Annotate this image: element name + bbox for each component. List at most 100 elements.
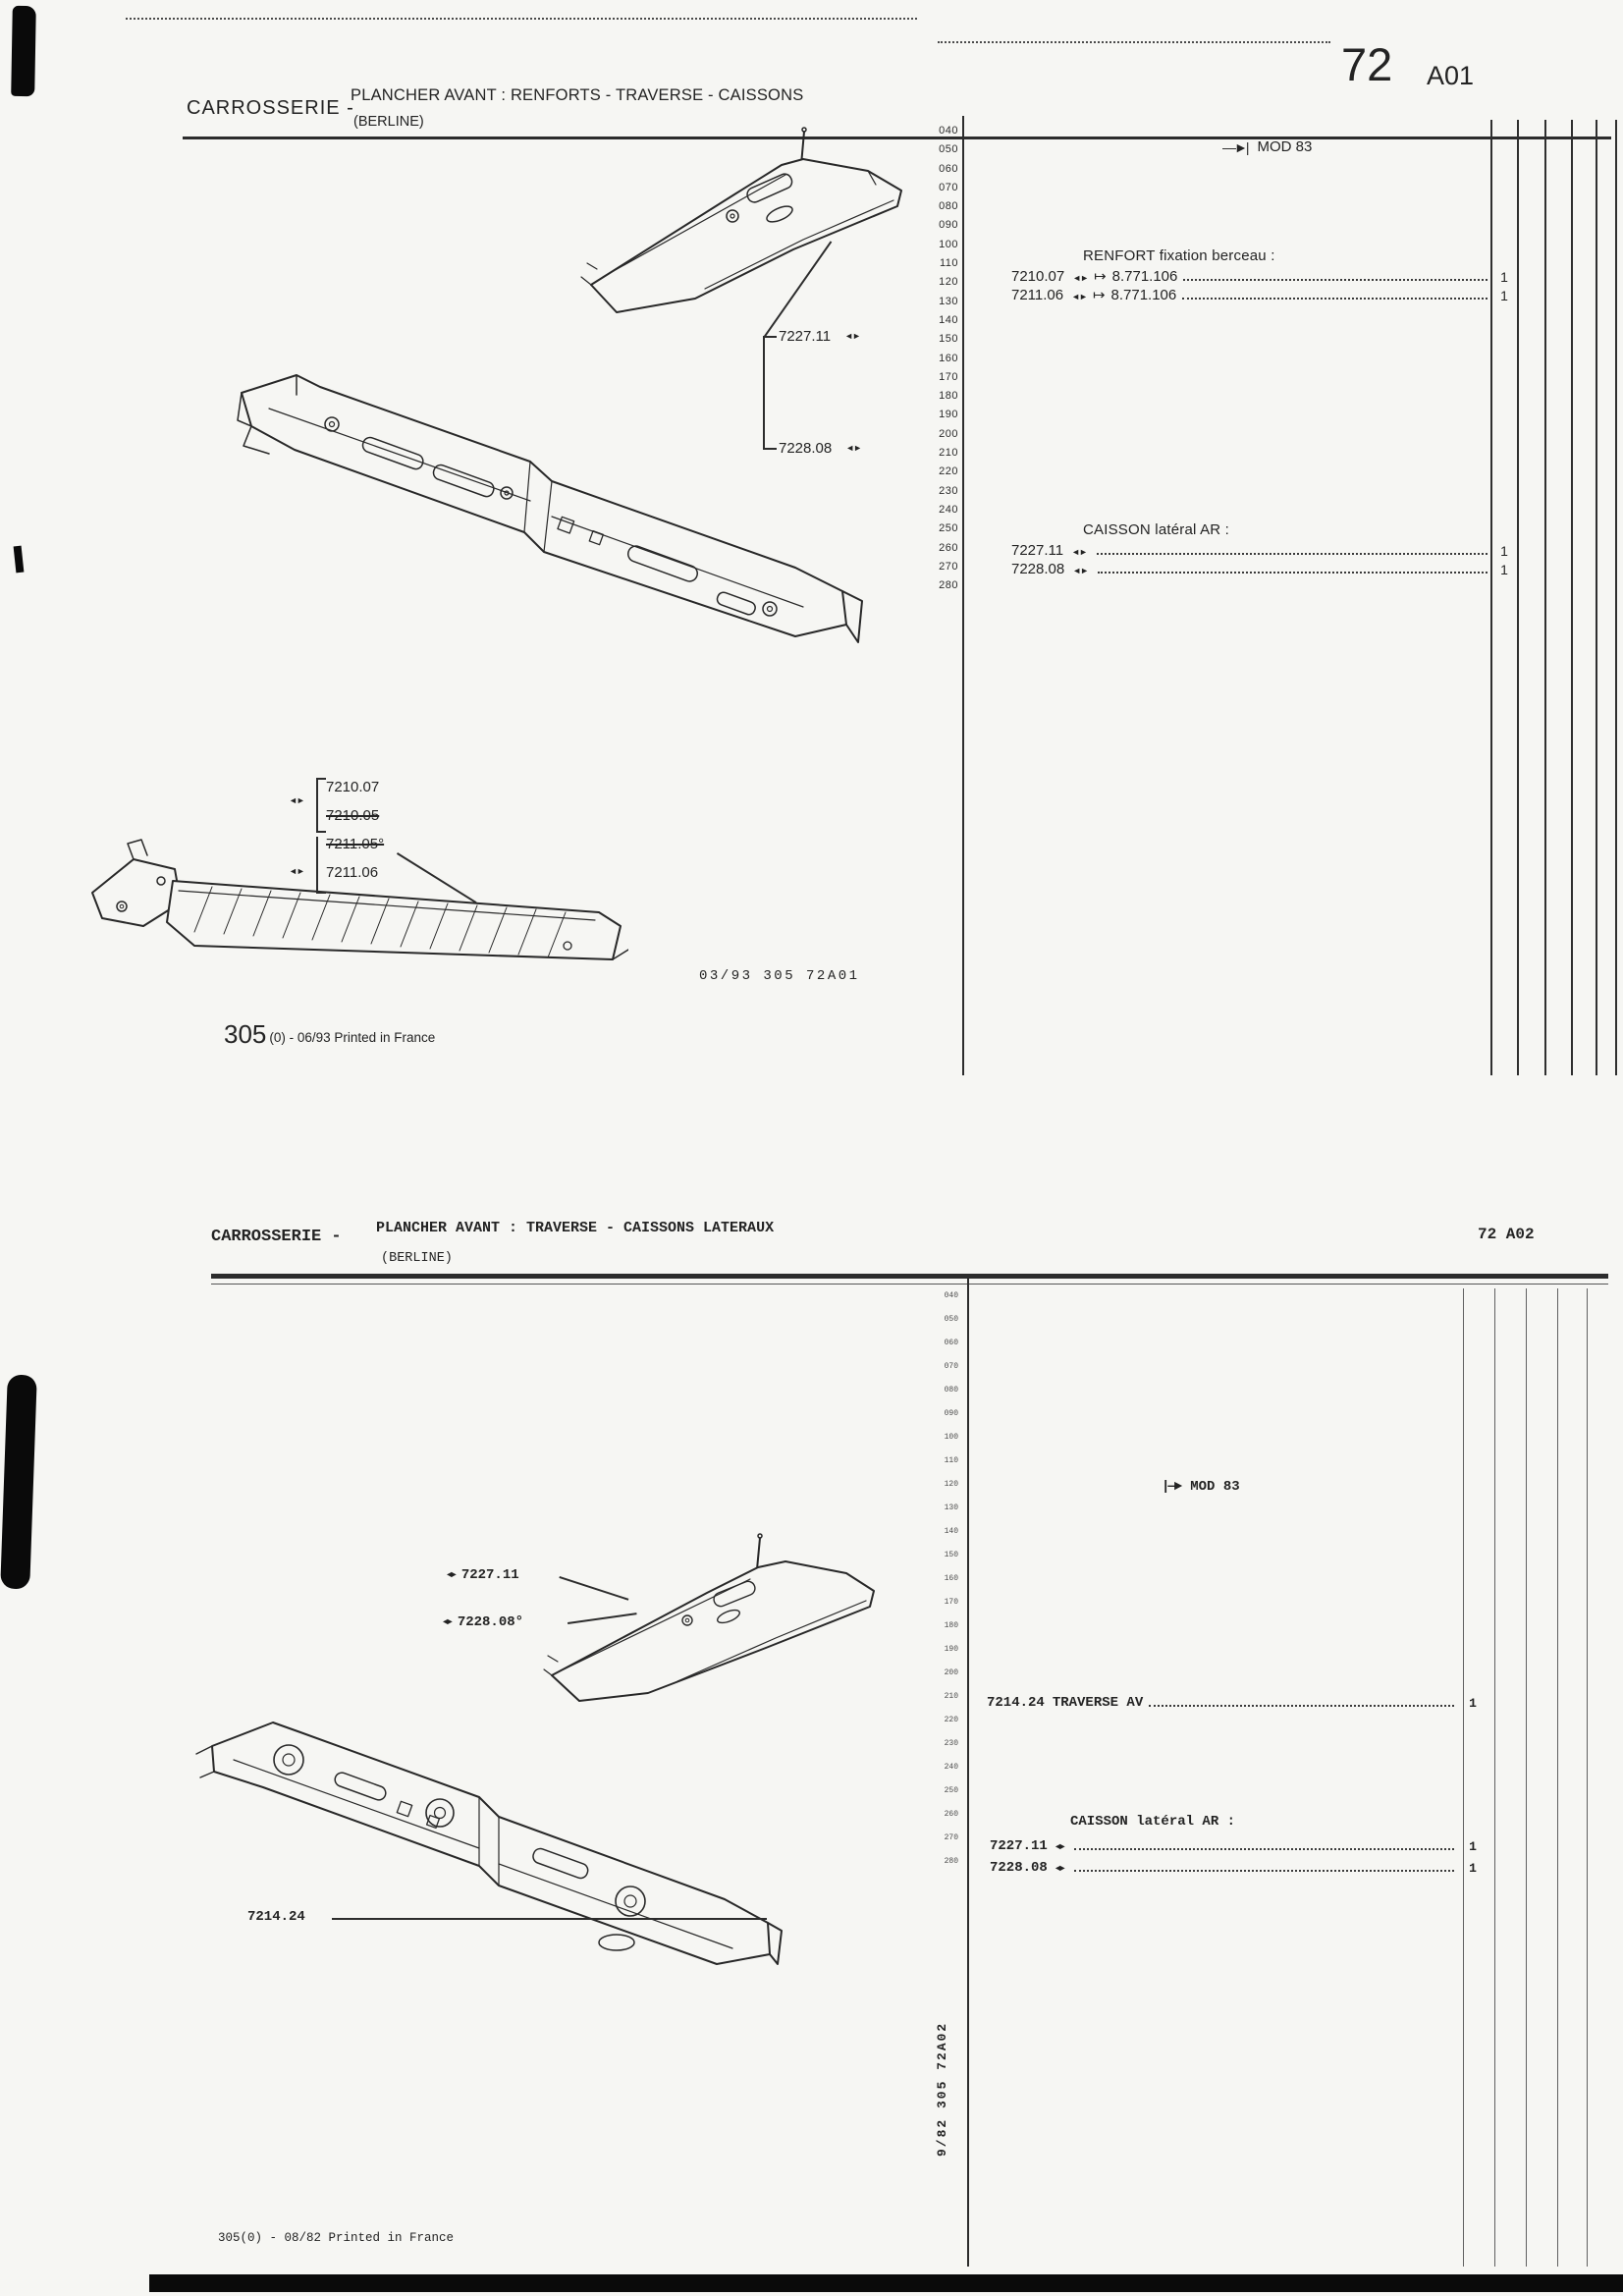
- direction-diamond-icon: ◄►: [1071, 292, 1088, 301]
- qty-value: 1: [1500, 543, 1508, 559]
- print-footer-a01: 305 (0) - 06/93 Printed in France: [224, 1021, 435, 1047]
- callout-label-7228-08: 7228.08 ◄►: [779, 440, 865, 457]
- index-number: 260: [944, 1810, 958, 1819]
- callout-label-7210-05-superseded: 7210.05: [326, 807, 380, 824]
- print-footer-number: 305: [224, 1019, 267, 1049]
- qty-column-rule: [1596, 120, 1597, 1075]
- page-number-minor: A01: [1427, 61, 1475, 90]
- qty-column-rule: [1557, 1288, 1558, 2267]
- callout-bracket-line: [763, 336, 765, 450]
- qty-column-rule: [1615, 120, 1617, 1075]
- part-ref: 7228.08: [1011, 561, 1065, 577]
- index-number: 190: [939, 409, 958, 421]
- callout-bracket-tick: [763, 448, 777, 450]
- qty-column-rule: [1494, 1288, 1495, 2267]
- callout-text: 7227.11: [779, 328, 832, 345]
- index-number: 080: [944, 1386, 958, 1394]
- column-divider-a02: [967, 1279, 969, 2267]
- callout-text: 7228.08°: [457, 1614, 524, 1630]
- qty-column-rule: [1463, 1288, 1464, 2267]
- index-number: 130: [944, 1503, 958, 1512]
- index-number: 050: [939, 143, 958, 156]
- direction-diamond-icon: ◄►: [1072, 566, 1089, 575]
- dotted-leader: [1098, 572, 1488, 574]
- section-a02-title: PLANCHER AVANT : TRAVERSE - CAISSONS LAT…: [376, 1220, 775, 1236]
- side-code-a02: 9/82 305 72A02: [935, 2021, 949, 2157]
- dotted-leader: [1096, 553, 1488, 555]
- callout-leader-line: [332, 1918, 767, 1920]
- callout-label-7228-08-a02: ◄► 7228.08°: [443, 1614, 523, 1630]
- qty-value: 1: [1469, 1696, 1477, 1711]
- parts-row: 7228.08 ◄► 1: [990, 1858, 1488, 1876]
- callout-label-7227-11: 7227.11 ◄►: [779, 328, 864, 345]
- scan-binding-mark-small: [13, 545, 25, 574]
- index-number: 230: [944, 1739, 958, 1748]
- qty-column-rule: [1517, 120, 1519, 1075]
- index-number: 140: [939, 313, 958, 326]
- index-number: 270: [944, 1833, 958, 1842]
- mod-note-label: MOD 83: [1257, 138, 1313, 155]
- index-number: 180: [939, 390, 958, 403]
- parts-row: 7214.24 TRAVERSE AV 1: [987, 1693, 1488, 1711]
- page-number-major: 72: [1341, 38, 1393, 90]
- part-ref: 7210.07: [1011, 268, 1065, 285]
- index-number: 090: [944, 1409, 958, 1418]
- column-divider-a01: [962, 116, 964, 1075]
- index-number: 200: [939, 427, 958, 440]
- section-a02-brand: CARROSSERIE -: [211, 1228, 342, 1246]
- callout-bracket-tick: [763, 336, 777, 338]
- callout-bracket-tick: [316, 831, 326, 833]
- index-number: 220: [939, 465, 958, 478]
- parts-row: 7227.11 ◄► 1: [1011, 540, 1517, 559]
- index-number: 120: [944, 1480, 958, 1489]
- index-number: 060: [939, 162, 958, 175]
- bar-arrow-icon: |—►: [1162, 1479, 1182, 1495]
- callout-label-7210-07: 7210.07: [326, 779, 380, 795]
- index-number: 280: [939, 579, 958, 592]
- dotted-leader: [1073, 1870, 1454, 1872]
- index-number: 070: [944, 1362, 958, 1371]
- header-rule-a02: [211, 1274, 1608, 1279]
- traverse-drawing-a02: [195, 1722, 783, 1965]
- index-number: 040: [944, 1291, 958, 1300]
- scan-binding-mark-blob: [0, 1374, 37, 1590]
- traverse-drawing-a01: [237, 374, 863, 643]
- callout-label-7214-24: 7214.24: [247, 1909, 305, 1925]
- section-a01-brand: CARROSSERIE -: [187, 97, 354, 119]
- part-ref: 7227.11: [1011, 542, 1064, 559]
- group-heading-caisson: CAISSON latéral AR :: [1083, 521, 1230, 538]
- callout-text: 7228.08: [779, 440, 833, 457]
- direction-diamond-icon: ◄►: [447, 1570, 457, 1580]
- direction-diamond-icon: ◄►: [1072, 273, 1089, 283]
- perforation-dots-right: [938, 41, 1330, 43]
- index-number: 250: [939, 522, 958, 535]
- maps-to-icon: ↦: [1094, 268, 1107, 285]
- section-a02-subtitle: (BERLINE): [381, 1251, 453, 1266]
- group-heading-renfort: RENFORT fixation berceau :: [1083, 247, 1275, 264]
- index-number: 250: [944, 1786, 958, 1795]
- dotted-leader: [1182, 298, 1488, 300]
- direction-diamond-icon: ◄►: [289, 795, 305, 805]
- qty-column-rule: [1526, 1288, 1527, 2267]
- callout-label-7211-06: 7211.06: [326, 864, 379, 881]
- direction-diamond-icon: ◄►: [443, 1617, 453, 1627]
- index-number: 220: [944, 1716, 958, 1724]
- qty-column-rule: [1490, 120, 1492, 1075]
- qty-column-rule: [1571, 120, 1573, 1075]
- index-number: 150: [944, 1551, 958, 1559]
- direction-diamond-icon: ◄►: [1055, 1864, 1065, 1874]
- perforation-dots-left: [126, 18, 917, 20]
- index-number: 110: [939, 257, 958, 270]
- page-ref-a02: 72 A02: [1478, 1226, 1535, 1243]
- dotted-leader: [1183, 279, 1488, 281]
- parts-row: 7228.08 ◄► 1: [1011, 559, 1517, 577]
- direction-diamond-icon: ◄►: [845, 442, 862, 453]
- index-number: 050: [944, 1315, 958, 1324]
- index-number: 230: [939, 484, 958, 497]
- index-number: 240: [939, 503, 958, 516]
- dotted-leader: [1073, 1848, 1454, 1850]
- index-number: 100: [944, 1433, 958, 1442]
- parts-row: 7227.11 ◄► 1: [990, 1836, 1488, 1854]
